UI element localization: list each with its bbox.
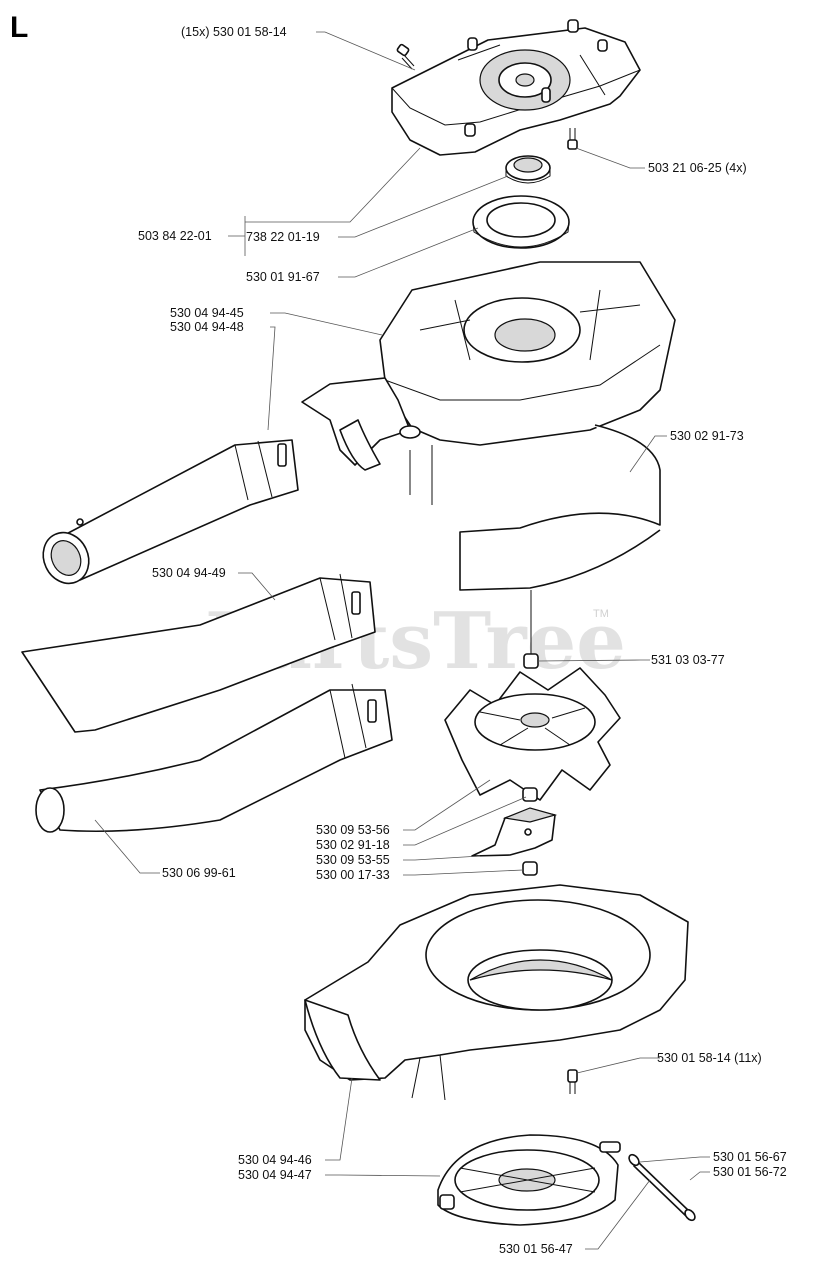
- flat-nozzle-part: [21, 573, 376, 733]
- label-bearing: 738 22 01-19: [246, 230, 320, 244]
- seal-part: [472, 195, 570, 249]
- nut-bottom-part: [522, 861, 538, 876]
- label-pin: 530 01 56-47: [499, 1242, 573, 1256]
- label-tube-a: 530 04 94-45: [170, 306, 244, 320]
- label-nozzle-flat: 530 04 94-49: [152, 566, 226, 580]
- label-kit: 503 84 22-01: [138, 229, 212, 243]
- label-fan: 530 09 53-56: [316, 823, 390, 837]
- watermark-tm: TM: [593, 608, 609, 620]
- label-tube-b: 530 04 94-48: [170, 320, 244, 334]
- screw-11x-part: [567, 1069, 578, 1094]
- lower-housing-part: [304, 884, 689, 1101]
- label-plate: 530 02 91-18: [316, 838, 390, 852]
- label-nut-bottom: 530 00 17-33: [316, 868, 390, 882]
- leader-lines: [94, 31, 710, 1250]
- guard-band-part: [459, 424, 661, 591]
- pin-part: [628, 1153, 696, 1222]
- upper-housing-part: [301, 261, 676, 505]
- section-letter: L: [10, 11, 28, 44]
- label-clip-b: 530 01 56-72: [713, 1165, 787, 1179]
- label-clip-a: 530 01 56-67: [713, 1150, 787, 1164]
- label-screw-4x: 503 21 06-25 (4x): [648, 161, 747, 175]
- label-screw-11x: 530 01 58-14 (11x): [657, 1051, 762, 1065]
- round-nozzle-part: [35, 683, 393, 833]
- screw-4x-part: [567, 128, 578, 150]
- label-seal: 530 01 91-67: [246, 270, 320, 284]
- blade-part: [471, 807, 558, 857]
- intake-cover-part: [437, 1134, 621, 1226]
- top-cover-part: [391, 19, 641, 156]
- straight-tube-part: [42, 439, 299, 585]
- label-blade: 530 09 53-55: [316, 853, 390, 867]
- label-housing-b: 530 04 94-47: [238, 1168, 312, 1182]
- label-screw-15x: (15x) 530 01 58-14: [181, 25, 287, 39]
- label-housing-a: 530 04 94-46: [238, 1153, 312, 1167]
- label-nozzle-round: 530 06 99-61: [162, 866, 236, 880]
- part-labels: (15x) 530 01 58-14 503 21 06-25 (4x) 503…: [138, 25, 787, 1256]
- fan-part: [444, 667, 621, 801]
- screw-15x-part: [396, 43, 415, 70]
- label-guard: 530 02 91-73: [670, 429, 744, 443]
- nut-middle-part: [522, 787, 538, 802]
- label-nut-top: 531 03 03-77: [651, 653, 725, 667]
- bearing-part: [505, 155, 551, 184]
